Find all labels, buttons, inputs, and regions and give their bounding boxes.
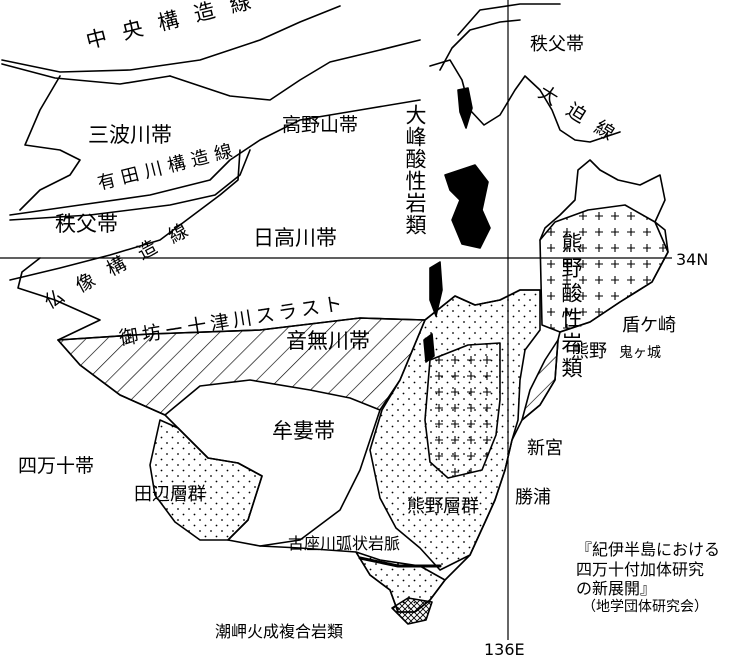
- gobo-totsukawa-thrust: [57, 289, 541, 341]
- muro-boundary: [259, 409, 381, 547]
- label-onigajo: 鬼ヶ城: [619, 345, 661, 361]
- label-chichibu-ne: 秩父帯: [530, 34, 584, 55]
- label-chichibu-west: 秩父帯: [55, 212, 118, 236]
- label-omine-acidic-rocks: 大峰酸性岩類: [403, 104, 427, 236]
- citation-line-2: 四万十付加体研究: [576, 559, 705, 579]
- label-lon-136e: 136E: [484, 640, 525, 659]
- citation-line-3: の新展開』: [576, 579, 657, 599]
- arida-tectonic-line-2: [9, 149, 251, 221]
- omine-body-4: [423, 333, 435, 363]
- butsuzo-tectonic-line: [9, 149, 241, 281]
- label-tategasaki: 盾ケ崎: [622, 315, 676, 336]
- ohsako-line: [439, 19, 521, 71]
- omine-body-2: [444, 164, 491, 249]
- label-kumano-group: 熊野層群: [407, 496, 479, 517]
- label-shionomisaki-complex: 潮岬火成複合岩類: [215, 622, 344, 641]
- label-muro-belt: 牟婁帯: [272, 419, 335, 443]
- label-tanabe-group: 田辺層群: [134, 484, 206, 505]
- citation-source: （地学団体研究会）: [582, 598, 708, 615]
- east-hatched-strip: [521, 339, 559, 421]
- kumano-acidic-rocks-body: [424, 342, 501, 479]
- citation-line-1: 『紀伊半島における: [576, 540, 721, 559]
- label-hidakagawa-belt: 日高川帯: [253, 226, 337, 250]
- source-citation: 『紀伊半島における 四万十付加体研究 の新展開』 （地学団体研究会）: [576, 540, 720, 616]
- coastline: [17, 159, 669, 613]
- label-kumano-city: 熊野: [571, 341, 607, 362]
- koyasan-north-boundary: [169, 39, 421, 101]
- label-kumano-acidic-rocks: 熊野酸性岩類: [559, 232, 583, 382]
- label-shingu: 新宮: [527, 438, 563, 459]
- label-otonashigawa-belt: 音無川帯: [286, 329, 370, 353]
- omine-body-1: [457, 87, 473, 129]
- shionomisaki-igneous-complex: [391, 597, 433, 625]
- chichibu-ne-boundary: [457, 3, 561, 36]
- label-koyasan-belt: 高野山帯: [282, 114, 359, 136]
- sanbagawa-boundary: [19, 75, 81, 211]
- median-tectonic-line: [1, 5, 341, 73]
- label-kozagawa-dike: 古座川弧状岩脈: [288, 534, 401, 553]
- label-katsuura: 勝浦: [515, 487, 551, 508]
- kozagawa-dike: [358, 556, 442, 568]
- label-shimanto-belt: 四万十帯: [18, 455, 95, 477]
- median-tectonic-line-2: [1, 63, 171, 85]
- label-lat-34n: 34N: [676, 250, 709, 269]
- label-sanbagawa-belt: 三波川帯: [88, 123, 172, 147]
- arida-tectonic-line: [9, 99, 421, 216]
- omine-body-3: [429, 261, 443, 317]
- ohsako-line-2: [429, 59, 621, 143]
